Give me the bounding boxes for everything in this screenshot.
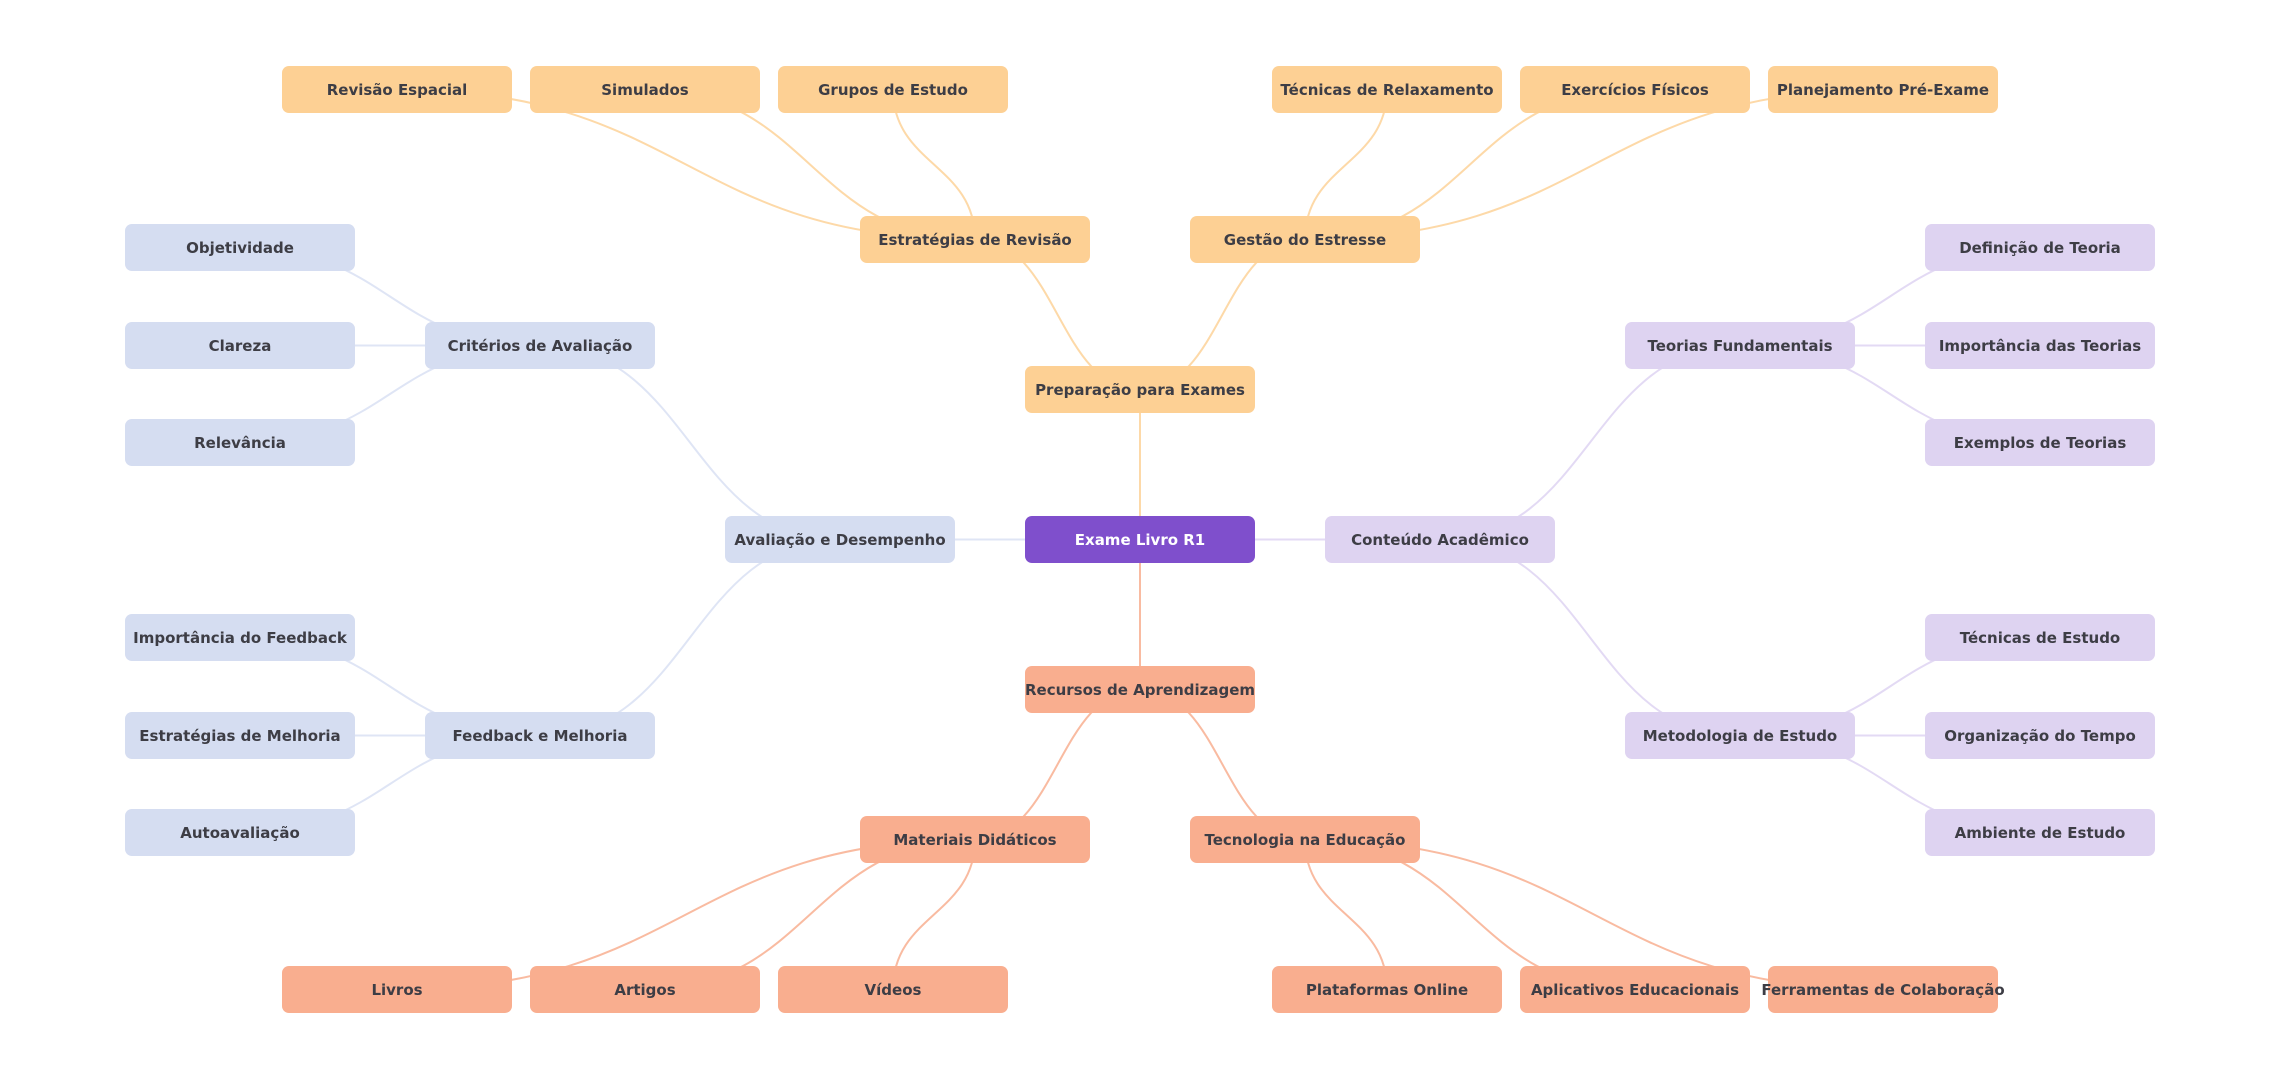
node-label: Aplicativos Educacionais — [1530, 980, 1740, 999]
node-label: Revisão Espacial — [326, 80, 468, 99]
node-label: Planejamento Pré-Exame — [1776, 80, 1990, 99]
node-label: Exercícios Físicos — [1561, 80, 1709, 99]
mindmap-node-relevancia[interactable]: Relevância — [125, 419, 355, 466]
node-label: Clareza — [208, 336, 272, 355]
node-label: Simulados — [601, 80, 689, 99]
edge-conteudo-metodologia — [1439, 538, 1741, 737]
node-label: Avaliação e Desempenho — [734, 530, 946, 549]
node-label: Objetividade — [186, 238, 294, 257]
node-label: Recursos de Aprendizagem — [1024, 680, 1256, 699]
node-label: Grupos de Estudo — [818, 80, 968, 99]
node-label: Plataformas Online — [1305, 980, 1469, 999]
mindmap-node-aplicativos[interactable]: Aplicativos Educacionais — [1520, 966, 1750, 1013]
mindmap-node-simulados[interactable]: Simulados — [530, 66, 760, 113]
node-label: Teorias Fundamentais — [1647, 336, 1833, 355]
edge-avaliacao-criterios — [539, 344, 841, 541]
mindmap-node-estrategias[interactable]: Estratégias de Revisão — [860, 216, 1090, 263]
mindmap-node-criterios[interactable]: Critérios de Avaliação — [425, 322, 655, 369]
node-label: Definição de Teoria — [1959, 238, 2121, 257]
node-label: Exame Livro R1 — [1074, 530, 1206, 549]
node-label: Autoavaliação — [180, 823, 300, 842]
mindmap-node-definicao[interactable]: Definição de Teoria — [1925, 224, 2155, 271]
node-label: Vídeos — [864, 980, 922, 999]
mindmap-node-artigos[interactable]: Artigos — [530, 966, 760, 1013]
node-label: Ambiente de Estudo — [1954, 823, 2126, 842]
edge-conteudo-teorias — [1439, 344, 1741, 541]
node-label: Tecnologia na Educação — [1204, 830, 1406, 849]
node-label: Estratégias de Melhoria — [139, 726, 341, 745]
node-label: Técnicas de Estudo — [1959, 628, 2121, 647]
mindmap-node-gestao[interactable]: Gestão do Estresse — [1190, 216, 1420, 263]
mindmap-node-objetividade[interactable]: Objetividade — [125, 224, 355, 271]
node-label: Preparação para Exames — [1035, 380, 1245, 399]
mindmap-node-clareza[interactable]: Clareza — [125, 322, 355, 369]
node-label: Feedback e Melhoria — [452, 726, 628, 745]
mindmap-node-importancia-teorias[interactable]: Importância das Teorias — [1925, 322, 2155, 369]
mindmap-node-plataformas[interactable]: Plataformas Online — [1272, 966, 1502, 1013]
node-label: Importância do Feedback — [133, 628, 347, 647]
mindmap-node-feedback[interactable]: Feedback e Melhoria — [425, 712, 655, 759]
node-label: Gestão do Estresse — [1223, 230, 1387, 249]
mindmap-node-metodologia[interactable]: Metodologia de Estudo — [1625, 712, 1855, 759]
mindmap-node-materiais[interactable]: Materiais Didáticos — [860, 816, 1090, 863]
mindmap-node-grupos[interactable]: Grupos de Estudo — [778, 66, 1008, 113]
node-label: Materiais Didáticos — [893, 830, 1057, 849]
node-label: Importância das Teorias — [1938, 336, 2142, 355]
node-label: Conteúdo Acadêmico — [1351, 530, 1529, 549]
mindmap-node-videos[interactable]: Vídeos — [778, 966, 1008, 1013]
mindmap-node-org-tempo[interactable]: Organização do Tempo — [1925, 712, 2155, 759]
mindmap-node-tecnologia[interactable]: Tecnologia na Educação — [1190, 816, 1420, 863]
mindmap-node-exercicios[interactable]: Exercícios Físicos — [1520, 66, 1750, 113]
node-label: Livros — [371, 980, 423, 999]
node-label: Estratégias de Revisão — [878, 230, 1072, 249]
node-label: Técnicas de Relaxamento — [1280, 80, 1494, 99]
node-label: Artigos — [614, 980, 676, 999]
mindmap-root-node[interactable]: Exame Livro R1 — [1025, 516, 1255, 563]
mindmap-node-ambiente[interactable]: Ambiente de Estudo — [1925, 809, 2155, 856]
mindmap-node-relaxamento[interactable]: Técnicas de Relaxamento — [1272, 66, 1502, 113]
node-label: Ferramentas de Colaboração — [1761, 980, 2005, 999]
mindmap-node-estr-melhoria[interactable]: Estratégias de Melhoria — [125, 712, 355, 759]
mindmap-node-exemplos[interactable]: Exemplos de Teorias — [1925, 419, 2155, 466]
mindmap-node-livros[interactable]: Livros — [282, 966, 512, 1013]
mindmap-node-recursos[interactable]: Recursos de Aprendizagem — [1025, 666, 1255, 713]
mindmap-node-imp-feedback[interactable]: Importância do Feedback — [125, 614, 355, 661]
mindmap-node-tecnicas-estudo[interactable]: Técnicas de Estudo — [1925, 614, 2155, 661]
node-label: Organização do Tempo — [1944, 726, 2136, 745]
node-label: Exemplos de Teorias — [1953, 433, 2127, 452]
node-label: Metodologia de Estudo — [1642, 726, 1838, 745]
mindmap-node-avaliacao[interactable]: Avaliação e Desempenho — [725, 516, 955, 563]
mindmap-node-ferramentas[interactable]: Ferramentas de Colaboração — [1761, 966, 2005, 1013]
edge-avaliacao-feedback — [539, 538, 841, 737]
mindmap-node-conteudo[interactable]: Conteúdo Acadêmico — [1325, 516, 1555, 563]
mindmap-node-teorias[interactable]: Teorias Fundamentais — [1625, 322, 1855, 369]
mindmap-node-revisao-espacial[interactable]: Revisão Espacial — [282, 66, 512, 113]
mindmap-node-prep[interactable]: Preparação para Exames — [1025, 366, 1255, 413]
node-label: Critérios de Avaliação — [447, 336, 633, 355]
mindmap-node-autoavaliacao[interactable]: Autoavaliação — [125, 809, 355, 856]
node-label: Relevância — [194, 433, 286, 452]
mindmap-node-planejamento[interactable]: Planejamento Pré-Exame — [1768, 66, 1998, 113]
